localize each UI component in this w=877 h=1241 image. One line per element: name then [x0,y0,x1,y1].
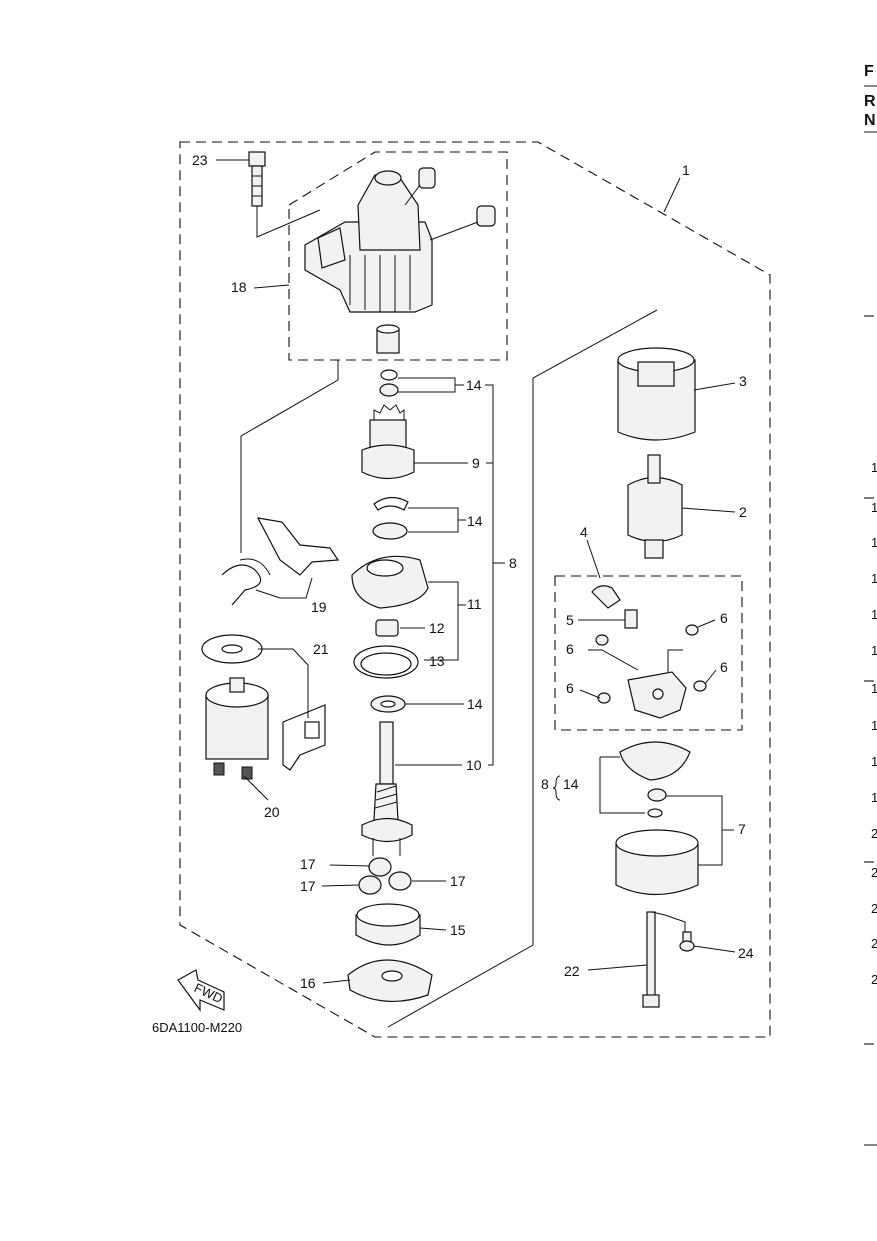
bracket-11 [351,555,429,609]
callout-17a: 17 [300,856,316,872]
sleeve-under-solenoid [376,324,400,354]
callout-5: 5 [566,612,574,628]
solenoid-housing-18 [304,167,496,313]
callout-14c: 14 [467,696,483,712]
ring-13 [353,645,419,679]
assembly-boundary [179,141,771,1038]
plate-14-right [619,741,691,781]
edge-letter-n: N [864,112,876,129]
callout-13: 13 [429,653,445,669]
edge-num: 1 [871,500,877,515]
brush-clips-6 [595,624,707,704]
edge-num: 1 [871,790,877,805]
edge-num: 1 [871,535,877,550]
bolt-23 [248,151,266,207]
edge-num: 1 [871,460,877,475]
edge-num: 1 [871,607,877,622]
shaft-10 [361,721,413,856]
brush-5 [591,585,638,629]
solenoid-group-box [288,151,508,361]
callout-17c: 17 [450,873,466,889]
callout-11: 11 [467,596,482,612]
callout-15: 15 [450,922,466,938]
diagram-code: 6DA1100-M220 [152,1020,242,1035]
callout-23: 23 [192,152,208,168]
callout-10: 10 [466,757,482,773]
callout-8: 8 [509,555,517,571]
edge-num: 2 [871,865,877,880]
callout-6b: 6 [566,641,574,657]
callout-14b: 14 [467,513,483,529]
callout-7: 7 [738,821,746,837]
armature-2 [627,454,683,559]
bearing-7 [647,788,667,818]
callout-1: 1 [682,162,690,178]
callout-22: 22 [564,963,580,979]
callout-16: 16 [300,975,316,991]
internal-gear-15 [355,903,421,946]
callout-24: 24 [738,945,754,961]
retainer-14-mid [372,496,409,540]
fwd-arrow-icon [177,969,225,1012]
edge-num: 2 [871,901,877,916]
through-bolt-22 [642,911,660,1008]
brush-holder-group-box [554,575,743,731]
edge-letter-f: F [864,63,874,80]
callout-17b: 17 [300,878,316,894]
edge-num: 1 [871,643,877,658]
callout-18: 18 [231,279,247,295]
edge-num: 2 [871,936,877,951]
plate-21 [201,634,263,664]
clip-14-top [379,369,399,397]
callout-6a: 6 [720,610,728,626]
callout-8b: 8 [541,776,549,792]
edge-num: 1 [871,754,877,769]
lever-19 [221,517,340,606]
callout-12: 12 [429,620,445,636]
plate-16 [347,959,433,1002]
end-cover-7 [615,829,699,896]
bracket-21 [282,704,326,771]
edge-num: 2 [871,826,877,841]
callout-6d: 6 [566,680,574,696]
callout-6c: 6 [720,659,728,675]
planet-gears-17 [358,857,412,895]
edge-num: 1 [871,718,877,733]
brush-holder-base [627,671,687,719]
edge-num: 2 [871,972,877,987]
callout-labels: 1 23 18 14 9 14 8 11 12 13 14 10 17 17 1… [192,152,754,991]
assembly-divider [387,309,658,1028]
callout-14d: 14 [563,776,579,792]
edge-num: 1 [871,681,877,696]
pinion-9 [361,404,415,480]
callout-4: 4 [580,524,588,540]
callout-20: 20 [264,804,280,820]
callout-3: 3 [739,373,747,389]
edge-num: 1 [871,571,877,586]
callout-21: 21 [313,641,329,657]
callout-14a: 14 [466,377,482,393]
callout-19: 19 [311,599,327,615]
callout-9: 9 [472,455,480,471]
washer-14-low [370,695,406,713]
screw-24 [679,931,695,952]
callout-2: 2 [739,504,747,520]
bearing-12 [375,619,399,637]
yoke-3 [617,347,696,441]
edge-letter-r: R [864,93,876,110]
solenoid-20 [205,677,269,780]
right-edge-fragment: F R N 1 1 1 1 1 1 1 1 1 1 2 2 2 2 2 [864,63,877,1146]
leader-lines [216,159,736,984]
